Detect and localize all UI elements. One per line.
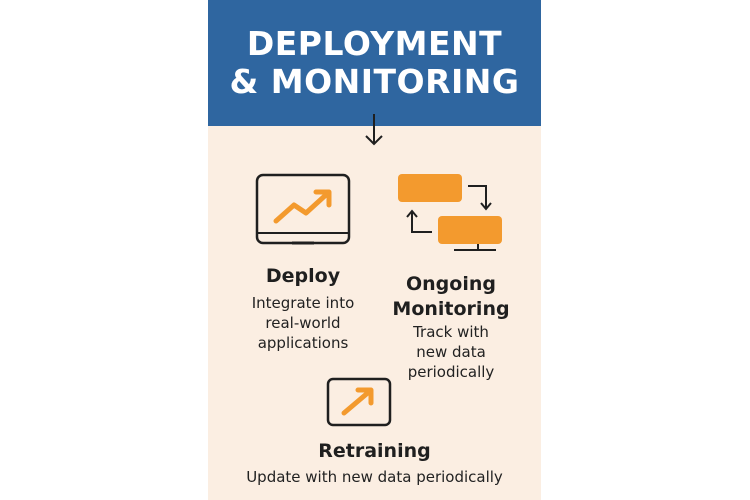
monitoring-title-line: Monitoring bbox=[392, 298, 510, 320]
monitoring-desc-line: Track with bbox=[413, 323, 489, 341]
header-title-line1: DEPLOYMENT bbox=[246, 24, 503, 63]
arrow-down-icon bbox=[365, 114, 383, 146]
deploy-desc-line: Integrate into bbox=[251, 294, 355, 312]
window-arrow-icon bbox=[326, 377, 392, 427]
header-title-line2: & MONITORING bbox=[229, 62, 520, 101]
deploy-title: Deploy bbox=[265, 265, 341, 287]
header-banner: DEPLOYMENT & MONITORING bbox=[208, 0, 541, 126]
cycle-blocks-icon bbox=[398, 174, 502, 251]
infographic-card: DEPLOYMENT & MONITORING Deploy Integrate… bbox=[208, 0, 541, 500]
monitoring-description: Track with new data periodically bbox=[376, 322, 526, 382]
monitoring-desc-line: periodically bbox=[407, 363, 495, 381]
monitoring-title-line: Ongoing bbox=[406, 273, 496, 295]
laptop-trend-icon bbox=[255, 173, 351, 245]
monitoring-desc-line: new data bbox=[416, 343, 486, 361]
monitoring-title: Ongoing Monitoring bbox=[376, 272, 526, 322]
retraining-title: Retraining bbox=[318, 440, 431, 462]
deploy-desc-line: real-world bbox=[265, 314, 341, 332]
deploy-description: Integrate into real-world applications bbox=[233, 293, 373, 353]
deploy-desc-line: applications bbox=[257, 334, 349, 352]
retraining-description: Update with new data periodically bbox=[246, 468, 503, 486]
